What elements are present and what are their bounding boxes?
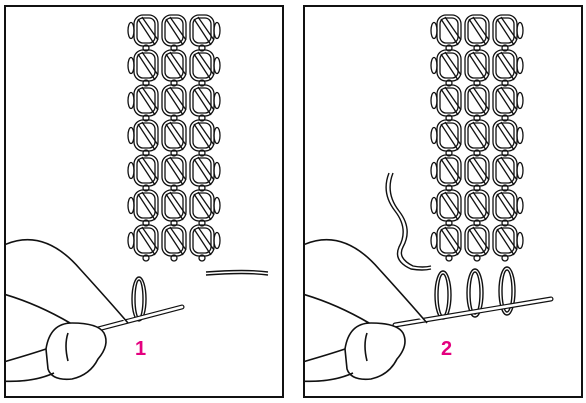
diagram-panel-step-2: 2 <box>303 5 583 398</box>
knitted-strip <box>431 15 523 261</box>
working-yarn <box>386 173 431 270</box>
working-yarn <box>206 271 268 276</box>
knitted-strip <box>128 15 220 261</box>
diagram-panel-step-1: 1 <box>4 5 284 398</box>
step-number-label: 2 <box>441 338 452 361</box>
hand <box>6 240 128 382</box>
hand <box>305 240 427 382</box>
step-number-label: 1 <box>135 338 146 361</box>
